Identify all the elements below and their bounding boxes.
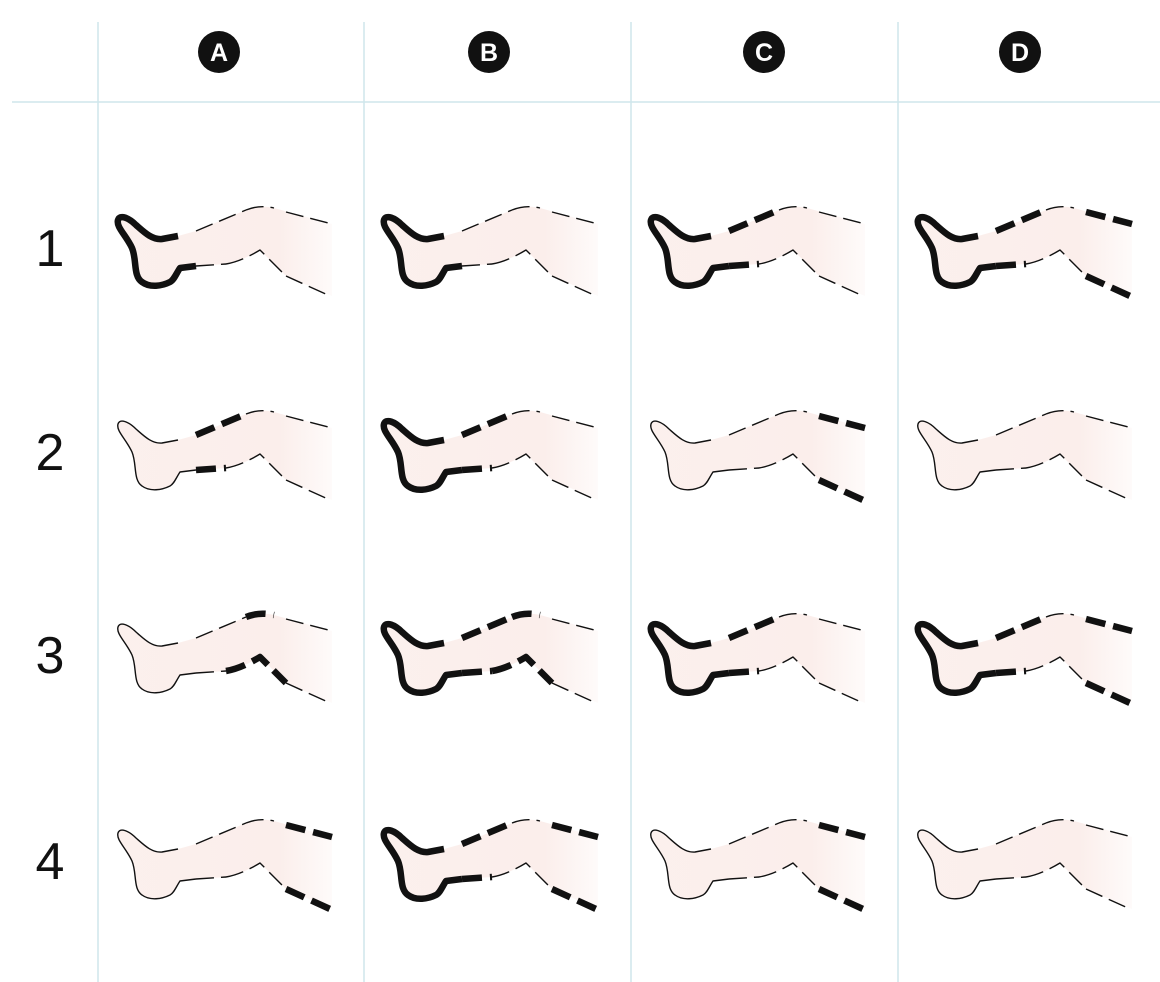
leg-diagram-c2 — [651, 411, 865, 500]
leg-diagram-c1 — [651, 207, 865, 296]
leg-diagram-d1 — [918, 207, 1132, 296]
leg-diagram-b4 — [384, 820, 598, 909]
leg-diagram-d2 — [918, 411, 1132, 500]
leg-diagram-c4 — [651, 820, 865, 909]
leg-diagram-b1 — [384, 207, 598, 296]
column-header-d: D — [999, 31, 1041, 73]
column-header-a: A — [198, 31, 240, 73]
column-label: A — [210, 39, 228, 67]
leg-diagram-d3 — [918, 614, 1132, 703]
row-label-2: 2 — [36, 424, 65, 482]
column-label: D — [1011, 39, 1029, 67]
row-label-3: 3 — [36, 627, 65, 685]
column-header-c: C — [743, 31, 785, 73]
column-headers: A B C D — [198, 31, 1041, 73]
leg-diagram-a2 — [118, 411, 332, 500]
diagram-cells — [118, 207, 1132, 909]
leg-diagram-a4 — [118, 820, 332, 909]
column-label: C — [755, 39, 773, 67]
leg-diagram-a1 — [118, 207, 332, 296]
leg-diagram-b3 — [384, 614, 598, 703]
leg-diagram-b2 — [384, 411, 598, 500]
row-labels: 1 2 3 4 — [36, 220, 65, 891]
column-header-b: B — [468, 31, 510, 73]
column-label: B — [480, 39, 498, 67]
row-label-1: 1 — [36, 220, 65, 278]
leg-diagram-d4 — [918, 820, 1132, 909]
leg-diagram-c3 — [651, 614, 865, 703]
row-label-4: 4 — [36, 833, 65, 891]
leg-diagram-a3 — [118, 614, 332, 703]
